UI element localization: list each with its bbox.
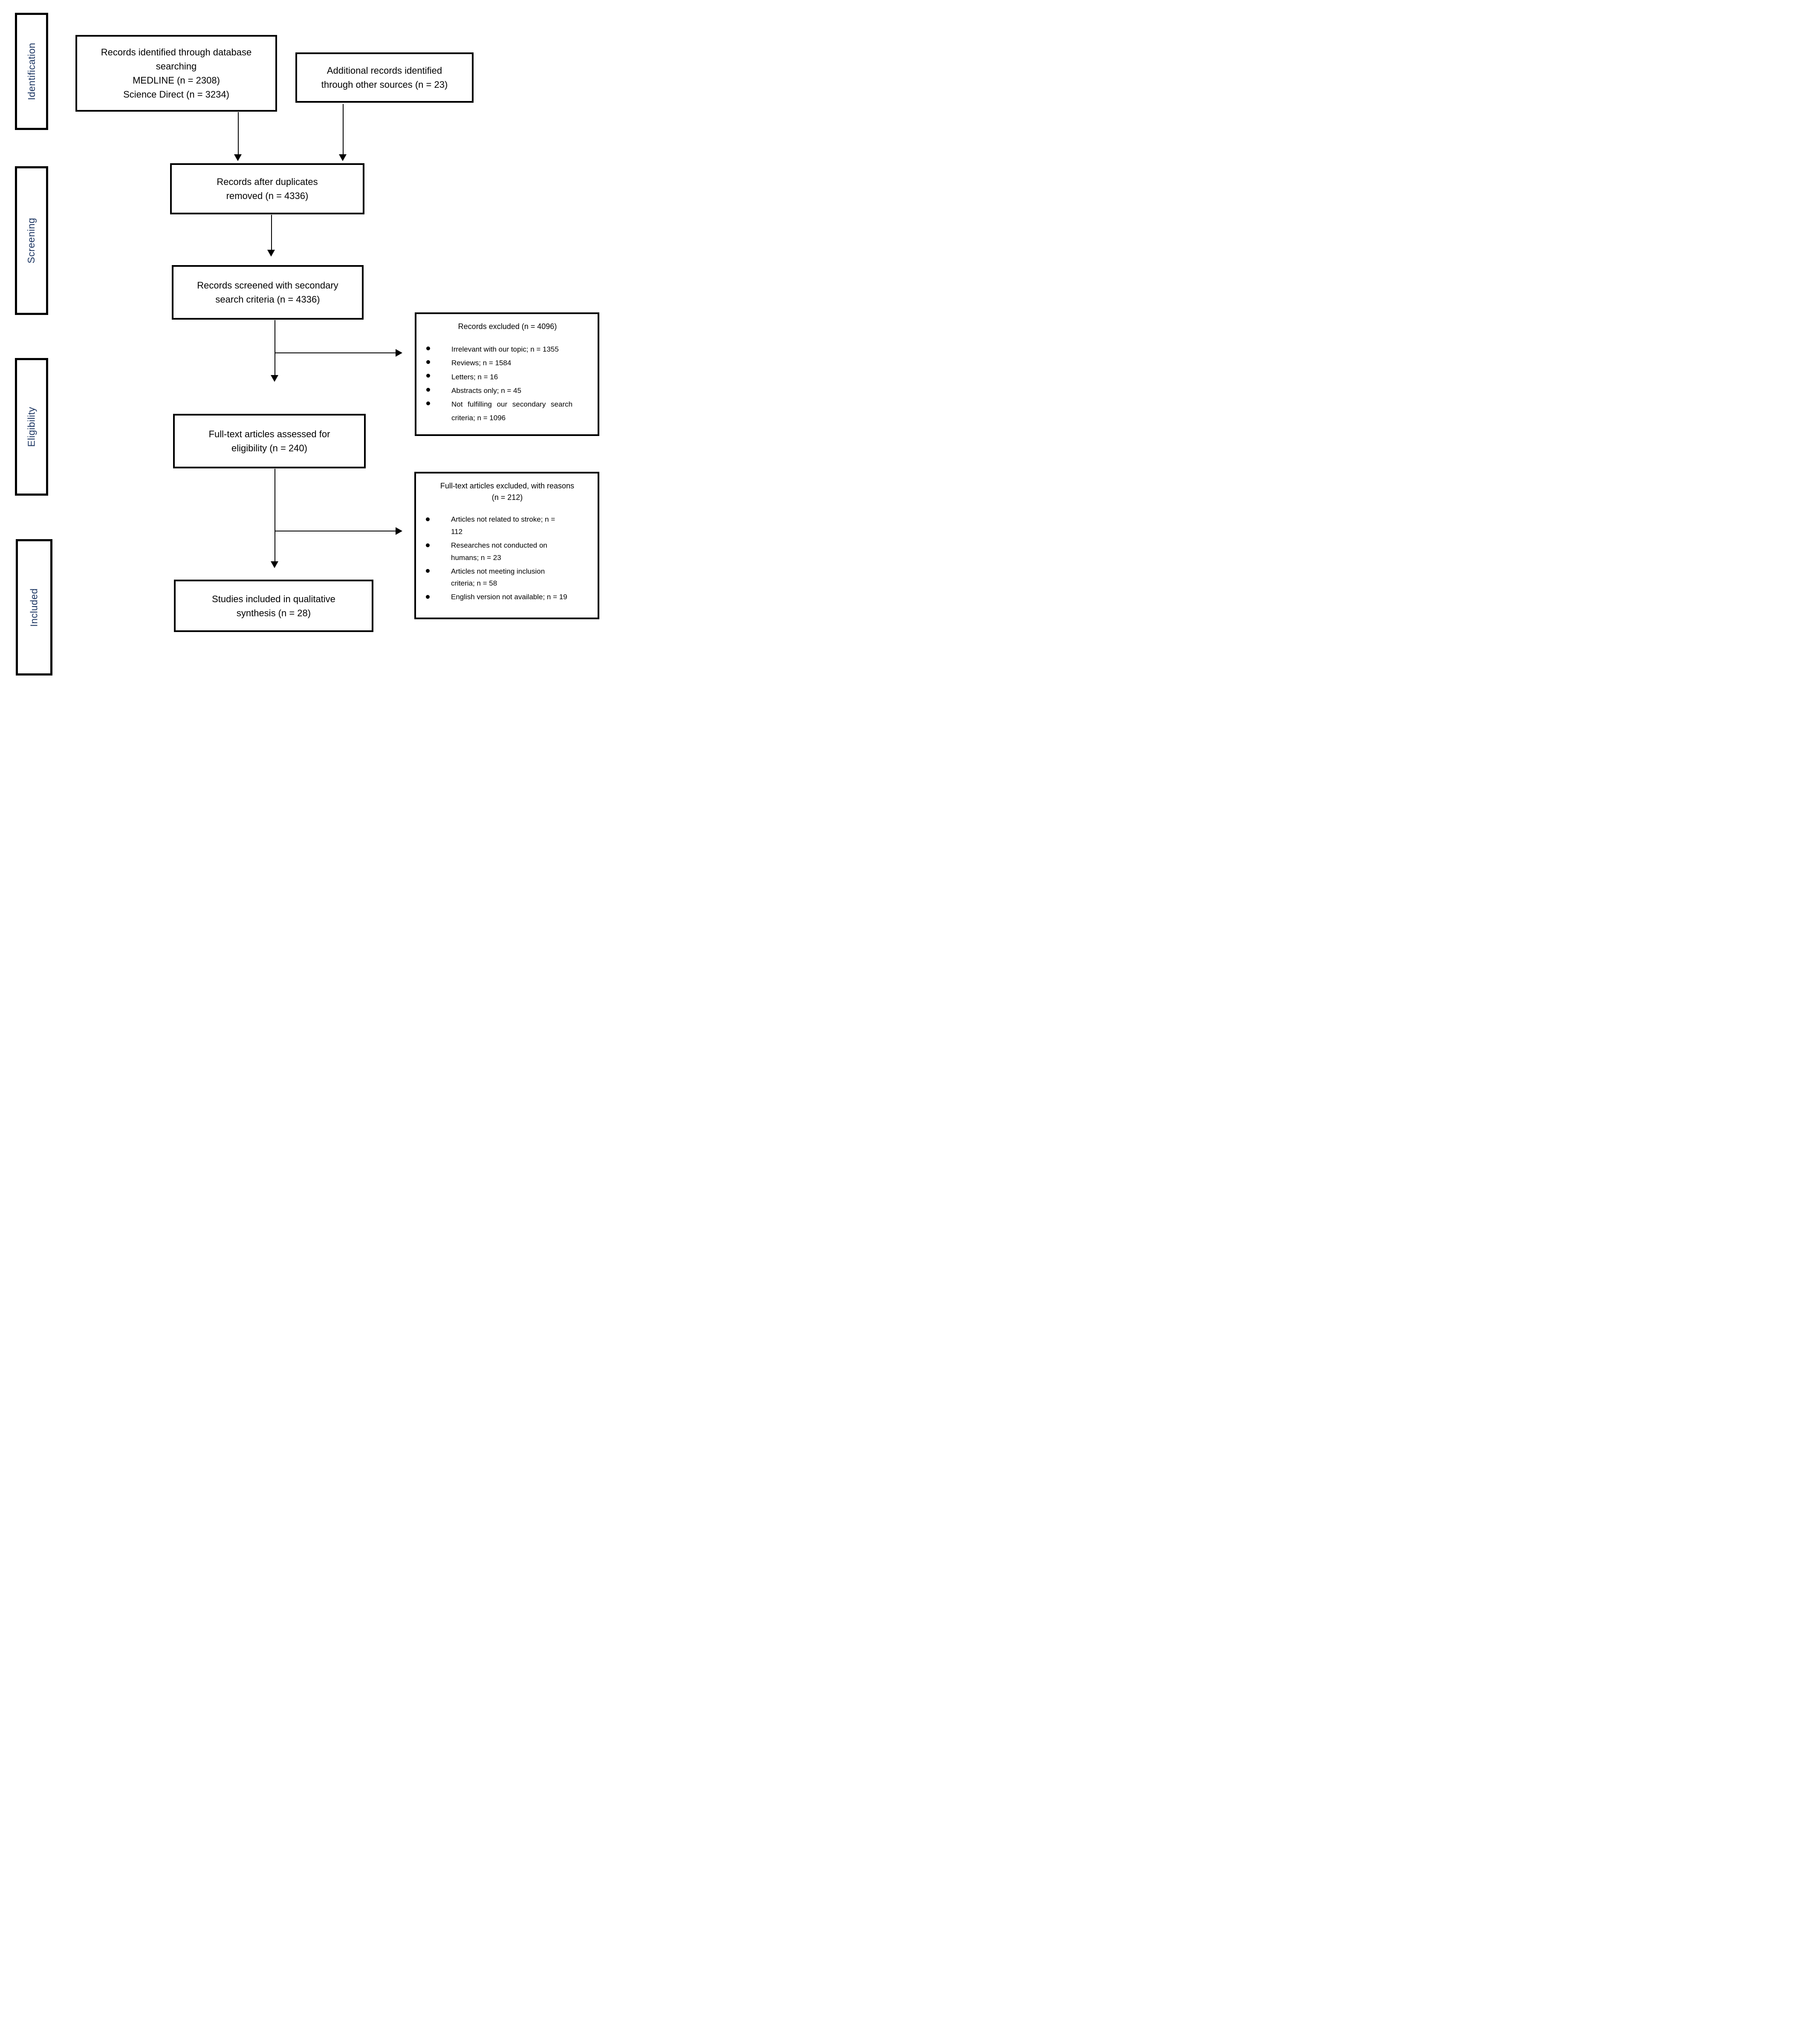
arrow-duplicates-to-screened-line [271,215,272,250]
records-excluded-item: Irrelevant with our topic; n = 1355 [424,343,591,356]
box-studies-included: Studies included in qualitative synthesi… [174,580,373,632]
box-fulltext-assessed: Full-text articles assessed for eligibil… [173,414,366,468]
arrow-assessed-to-included-head-icon [271,561,278,568]
stage-label-identification: Identification [26,43,37,100]
box-studies-included-text: Studies included in qualitative synthesi… [212,593,335,618]
records-excluded-item: Reviews; n = 1584 [424,356,591,370]
records-excluded-list: Irrelevant with our topic; n = 1355 Revi… [424,343,591,425]
box-fulltext-assessed-text: Full-text articles assessed for eligibil… [208,429,330,453]
box-records-excluded: Records excluded (n = 4096) Irrelevant w… [415,312,599,436]
arrow-identified-to-duplicates-line [238,112,239,155]
box-additional-records-text: Additional records identified through ot… [321,65,448,90]
arrow-screened-to-assessed-head-icon [271,375,278,382]
fulltext-excluded-title: Full-text articles excluded, with reason… [440,482,575,502]
records-excluded-item: Abstracts only; n = 45 [424,384,591,398]
records-excluded-item: Not fulfilling our secondary search crit… [424,398,591,425]
box-duplicates-removed: Records after duplicates removed (n = 43… [170,163,364,214]
fulltext-excluded-item: Articles not related to stroke; n = 112 [424,514,591,538]
fulltext-excluded-item: Researches not conducted on humans; n = … [424,540,591,564]
arrow-identified-to-duplicates-head-icon [234,154,242,161]
fulltext-excluded-list: Articles not related to stroke; n = 112 … [424,514,591,603]
box-records-screened-text: Records screened with secondary search c… [197,280,338,305]
stage-box-identification: Identification [15,13,48,130]
fulltext-excluded-item: English version not available; n = 19 [424,591,591,603]
stage-label-eligibility: Eligibility [26,407,37,447]
box-duplicates-removed-text: Records after duplicates removed (n = 43… [217,176,318,201]
box-records-identified-text: Records identified through database sear… [101,47,252,100]
arrow-screened-to-excluded-line [275,352,396,353]
box-records-screened: Records screened with secondary search c… [172,265,364,320]
fulltext-excluded-item: Articles not meeting inclusion criteria;… [424,566,591,590]
stage-box-screening: Screening [15,166,48,315]
arrow-additional-to-duplicates-line [343,104,344,155]
records-excluded-item: Letters; n = 16 [424,370,591,384]
box-additional-records: Additional records identified through ot… [295,52,474,103]
stage-box-included: Included [16,539,52,676]
arrow-screened-to-excluded-head-icon [396,349,402,357]
stage-label-screening: Screening [26,217,37,264]
stage-box-eligibility: Eligibility [15,358,48,496]
stage-label-included: Included [28,588,40,627]
records-excluded-title: Records excluded (n = 4096) [458,322,557,331]
arrow-duplicates-to-screened-head-icon [267,250,275,257]
box-records-identified: Records identified through database sear… [75,35,277,112]
arrow-additional-to-duplicates-head-icon [339,154,347,161]
box-fulltext-excluded: Full-text articles excluded, with reason… [414,472,599,619]
prisma-flow-diagram: Identification Screening Eligibility Inc… [0,0,605,681]
arrow-assessed-to-excluded-head-icon [396,527,402,535]
